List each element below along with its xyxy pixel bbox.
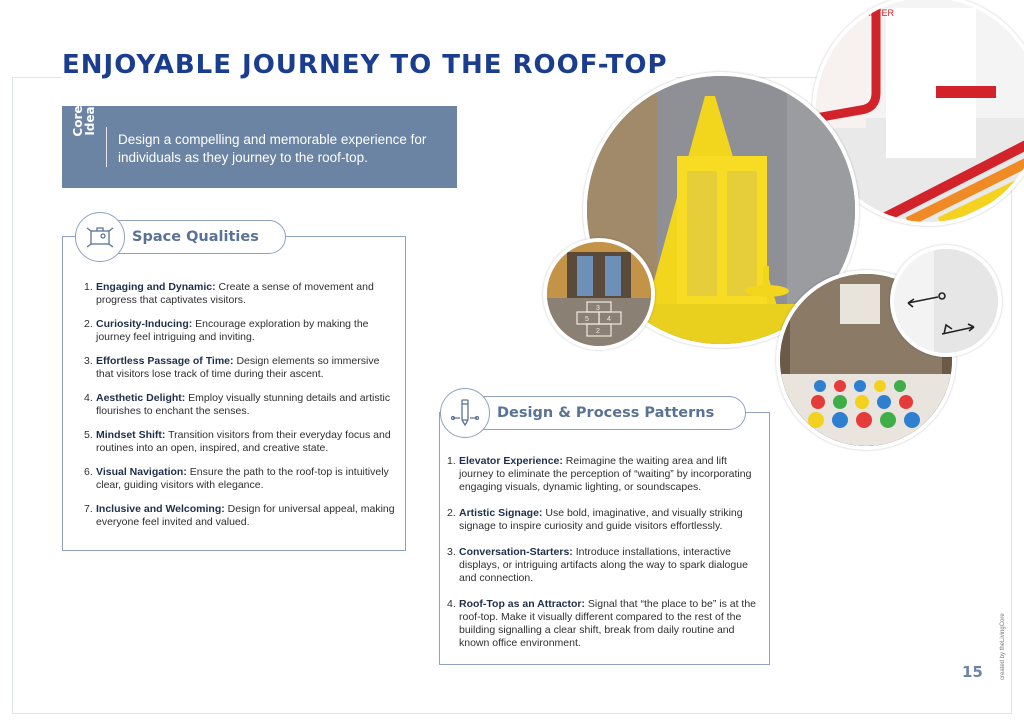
list-item: 4.Aesthetic Delight: Employ visually stu… — [84, 392, 391, 417]
list-item: 2.Curiosity-Inducing: Encourage explorat… — [84, 318, 369, 343]
pencil-icon — [440, 388, 490, 438]
arrow-signage-photo — [890, 245, 1002, 357]
list-item: 2.Artistic Signage: Use bold, imaginativ… — [447, 507, 743, 532]
credit-text: created by theLivingCore — [1000, 613, 1006, 680]
design-patterns-list: 1.Elevator Experience: Reimagine the wai… — [447, 455, 759, 663]
svg-text:5: 5 — [585, 316, 589, 323]
list-item: 5.Mindset Shift: Transition visitors fro… — [84, 429, 391, 454]
list-item: 3.Effortless Passage of Time: Design ele… — [84, 355, 380, 380]
core-idea-divider — [106, 127, 107, 167]
list-item: 7.Inclusive and Welcoming: Design for un… — [84, 503, 395, 528]
page-number: 15 — [962, 663, 983, 681]
list-item: 1.Engaging and Dynamic: Create a sense o… — [84, 281, 374, 306]
page-title: ENJOYABLE JOURNEY TO THE ROOF-TOP — [62, 50, 676, 80]
hopscotch-floor-photo: 3 5 4 2 — [543, 238, 655, 350]
svg-text:2: 2 — [596, 328, 600, 335]
core-idea-label: Core Idea — [71, 105, 97, 137]
list-item: 3.Conversation-Starters: Introduce insta… — [447, 546, 748, 584]
list-item: 6.Visual Navigation: Ensure the path to … — [84, 466, 389, 491]
svg-text:ASTER: ASTER — [864, 8, 895, 18]
design-patterns-heading: Design & Process Patterns — [440, 396, 746, 430]
svg-text:4: 4 — [607, 316, 611, 323]
list-item: 1.Elevator Experience: Reimagine the wai… — [447, 455, 752, 493]
svg-text:3: 3 — [596, 305, 600, 312]
space-qualities-list: 1.Engaging and Dynamic: Create a sense o… — [84, 281, 396, 540]
list-item: 4.Roof-Top as an Attractor: Signal that … — [447, 598, 757, 649]
space-layout-icon — [75, 212, 125, 262]
core-idea-panel — [62, 106, 457, 188]
core-idea-text: Design a compelling and memorable experi… — [118, 132, 427, 165]
